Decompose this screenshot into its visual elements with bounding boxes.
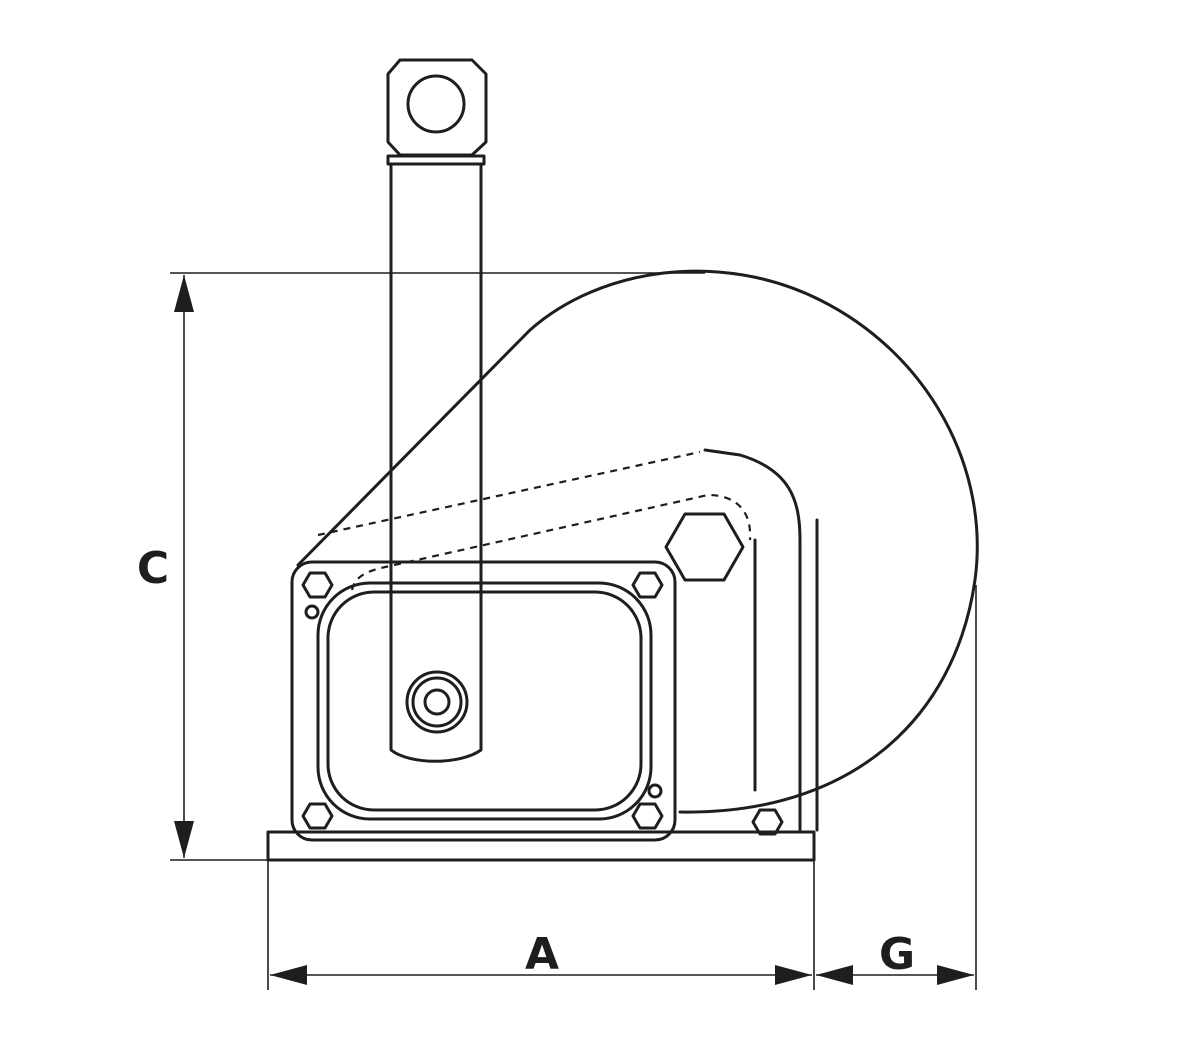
dimension-c: C — [137, 272, 705, 861]
handle-knob — [406, 74, 466, 134]
drive-shaft-boss — [405, 670, 469, 734]
base-plate — [266, 830, 816, 862]
bolt-bottom-right — [631, 802, 664, 830]
gearbox-housing — [290, 560, 677, 842]
bolt-bottom-left — [301, 802, 334, 830]
small-hole-left — [304, 604, 320, 620]
dimension-c-label: C — [137, 543, 169, 594]
dimension-a-label: A — [525, 929, 559, 980]
dimension-g-arrow-left — [816, 965, 853, 985]
dimension-a-arrow-right — [775, 965, 812, 985]
dimension-a-arrow-left — [270, 965, 307, 985]
frame-hex-nut — [664, 512, 745, 582]
dimension-g-arrow-right — [937, 965, 974, 985]
dimension-a: A — [267, 860, 815, 990]
frame-bolt — [751, 808, 784, 836]
bolt-top-right — [631, 571, 664, 599]
dimension-g-label: G — [879, 929, 915, 980]
dimension-c-arrow-bottom — [174, 821, 194, 858]
dimension-g: G — [816, 585, 977, 990]
crank-handle — [386, 58, 488, 763]
drum-outline — [296, 269, 979, 814]
hidden-lines — [317, 450, 752, 591]
bolt-top-left — [301, 571, 334, 599]
side-frame — [703, 448, 819, 832]
housing-bolts — [301, 571, 784, 836]
dimension-c-arrow-top — [174, 275, 194, 312]
small-hole-right — [647, 783, 663, 799]
